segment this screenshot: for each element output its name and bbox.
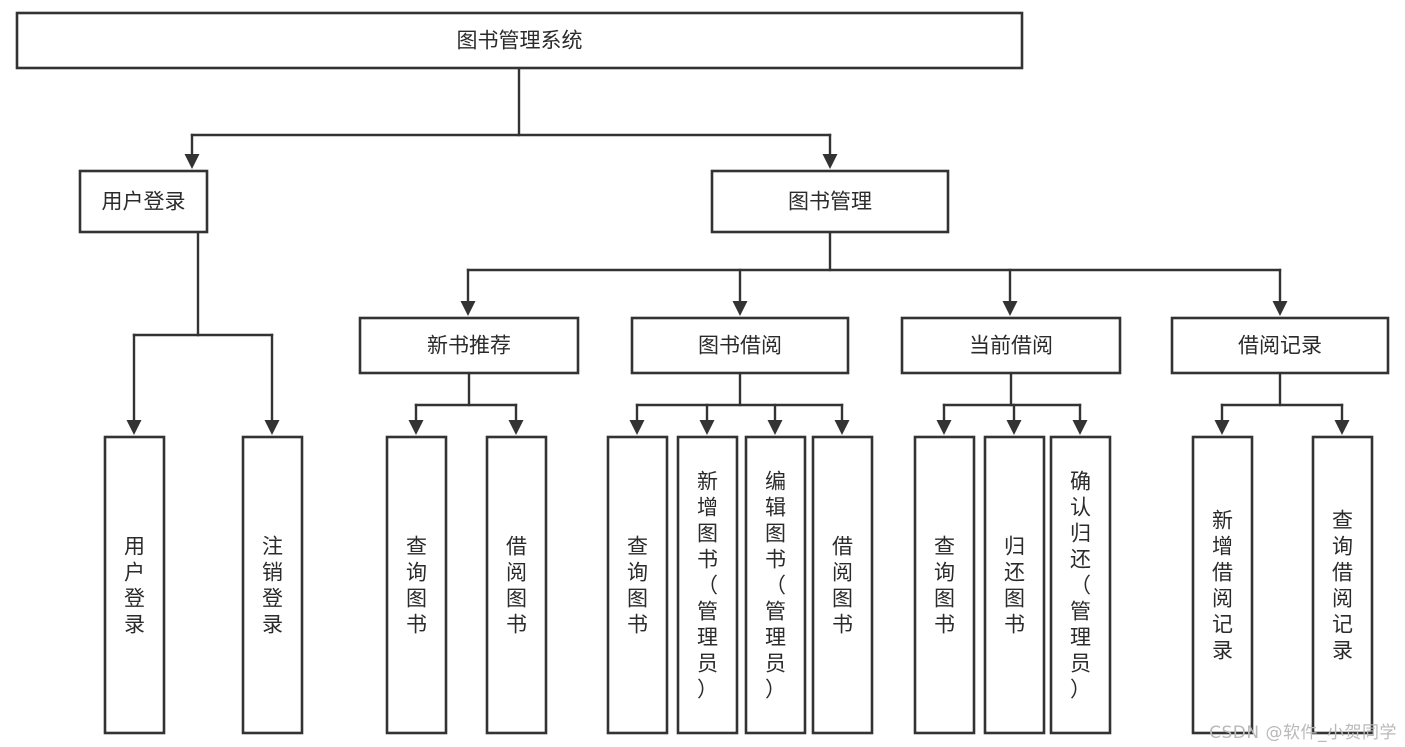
group-0-drop-0-arrowhead — [408, 420, 424, 435]
node-label-leaf-add-book-admin: 新增图书（管理员） — [697, 469, 718, 701]
node-box-current-borrow[interactable] — [900, 316, 1122, 375]
node-label-root: 图书管理系统 — [457, 29, 583, 53]
node-label-leaf-add-borrow-record: 新增借阅记录 — [1212, 508, 1233, 662]
node-box-leaf-borrow-book-rec[interactable] — [485, 435, 548, 735]
node-box-root[interactable] — [15, 11, 1024, 70]
group-3-drop-0-arrowhead — [1214, 420, 1230, 435]
book-manage-drop-2-arrowhead — [1002, 301, 1018, 316]
node-label-user-login: 用户登录 — [102, 190, 186, 214]
node-leaf-confirm-return-admin[interactable]: 确认归还（管理员） — [1049, 435, 1112, 735]
group-3-drop-1-arrowhead — [1334, 420, 1350, 435]
node-box-leaf-return-book[interactable] — [983, 435, 1046, 735]
group-2-drop-2-arrowhead — [1072, 420, 1088, 435]
node-leaf-query-book[interactable]: 查询图书 — [606, 435, 669, 735]
group-1-drop-0-arrowhead — [629, 420, 645, 435]
node-book-borrow[interactable]: 图书借阅 — [630, 316, 850, 375]
book-manage-drop-1-arrowhead — [732, 301, 748, 316]
node-label-borrow-record: 借阅记录 — [1238, 334, 1322, 358]
node-leaf-edit-book-admin[interactable]: 编辑图书（管理员） — [744, 435, 807, 735]
user-login-drop-0-arrowhead — [126, 420, 142, 435]
node-box-leaf-borrow-book[interactable] — [811, 435, 874, 735]
node-box-book-manage[interactable] — [710, 169, 950, 234]
node-box-borrow-record[interactable] — [1170, 316, 1390, 375]
node-leaf-user-login[interactable]: 用户登录 — [103, 435, 166, 735]
root-drop-1-arrowhead — [822, 154, 838, 169]
node-label-leaf-user-logout: 注销登录 — [262, 534, 283, 636]
node-label-leaf-query-borrow-record: 查询借阅记录 — [1332, 508, 1353, 662]
node-box-user-login[interactable] — [78, 169, 209, 234]
group-1-drop-3-arrowhead — [834, 420, 850, 435]
node-leaf-add-borrow-record[interactable]: 新增借阅记录 — [1191, 435, 1254, 735]
node-box-book-borrow[interactable] — [630, 316, 850, 375]
node-leaf-query-borrow-record[interactable]: 查询借阅记录 — [1311, 435, 1374, 735]
node-box-new-book-rec[interactable] — [358, 316, 580, 375]
node-box-leaf-add-book-admin[interactable] — [676, 435, 739, 735]
node-new-book-rec[interactable]: 新书推荐 — [358, 316, 580, 375]
group-1-drop-2-arrowhead — [767, 420, 783, 435]
node-box-leaf-query-borrow-record[interactable] — [1311, 435, 1374, 735]
node-user-login[interactable]: 用户登录 — [78, 169, 209, 234]
node-label-new-book-rec: 新书推荐 — [427, 334, 511, 358]
node-borrow-record[interactable]: 借阅记录 — [1170, 316, 1390, 375]
node-current-borrow[interactable]: 当前借阅 — [900, 316, 1122, 375]
node-leaf-borrow-book[interactable]: 借阅图书 — [811, 435, 874, 735]
group-2-drop-0-arrowhead — [936, 420, 952, 435]
user-login-drop-1-arrowhead — [264, 420, 280, 435]
connector-layer — [126, 66, 1350, 435]
node-leaf-query-book-rec[interactable]: 查询图书 — [385, 435, 448, 735]
node-label-leaf-borrow-book: 借阅图书 — [832, 534, 853, 636]
node-leaf-return-book[interactable]: 归还图书 — [983, 435, 1046, 735]
node-box-leaf-user-logout[interactable] — [241, 435, 304, 735]
node-label-book-borrow: 图书借阅 — [698, 334, 782, 358]
node-leaf-user-logout[interactable]: 注销登录 — [241, 435, 304, 735]
node-label-leaf-query-book: 查询图书 — [627, 534, 648, 636]
node-box-leaf-edit-book-admin[interactable] — [744, 435, 807, 735]
node-label-book-manage: 图书管理 — [788, 190, 872, 214]
node-label-leaf-return-book: 归还图书 — [1004, 534, 1025, 636]
node-label-current-borrow: 当前借阅 — [969, 334, 1053, 358]
node-book-manage[interactable]: 图书管理 — [710, 169, 950, 234]
node-box-leaf-user-login[interactable] — [103, 435, 166, 735]
node-root[interactable]: 图书管理系统 — [15, 11, 1024, 70]
node-label-leaf-query-book-rec: 查询图书 — [406, 534, 427, 636]
node-label-leaf-borrow-book-rec: 借阅图书 — [506, 534, 527, 636]
node-leaf-query-book-cur[interactable]: 查询图书 — [913, 435, 976, 735]
book-manage-drop-3-arrowhead — [1272, 301, 1288, 316]
node-layer: 图书管理系统用户登录图书管理新书推荐图书借阅当前借阅借阅记录用户登录注销登录查询… — [15, 11, 1390, 735]
node-box-leaf-confirm-return-admin[interactable] — [1049, 435, 1112, 735]
node-box-leaf-add-borrow-record[interactable] — [1191, 435, 1254, 735]
node-leaf-add-book-admin[interactable]: 新增图书（管理员） — [676, 435, 739, 735]
node-leaf-borrow-book-rec[interactable]: 借阅图书 — [485, 435, 548, 735]
group-2-drop-1-arrowhead — [1006, 420, 1022, 435]
node-label-leaf-confirm-return-admin: 确认归还（管理员） — [1070, 469, 1091, 701]
node-box-leaf-query-book-cur[interactable] — [913, 435, 976, 735]
node-box-leaf-query-book[interactable] — [606, 435, 669, 735]
node-label-leaf-user-login: 用户登录 — [124, 534, 145, 636]
root-drop-0-arrowhead — [184, 154, 200, 169]
node-label-leaf-edit-book-admin: 编辑图书（管理员） — [765, 469, 786, 701]
node-label-leaf-query-book-cur: 查询图书 — [934, 534, 955, 636]
group-1-drop-1-arrowhead — [699, 420, 715, 435]
group-0-drop-1-arrowhead — [508, 420, 524, 435]
node-box-leaf-query-book-rec[interactable] — [385, 435, 448, 735]
book-manage-drop-0-arrowhead — [460, 301, 476, 316]
